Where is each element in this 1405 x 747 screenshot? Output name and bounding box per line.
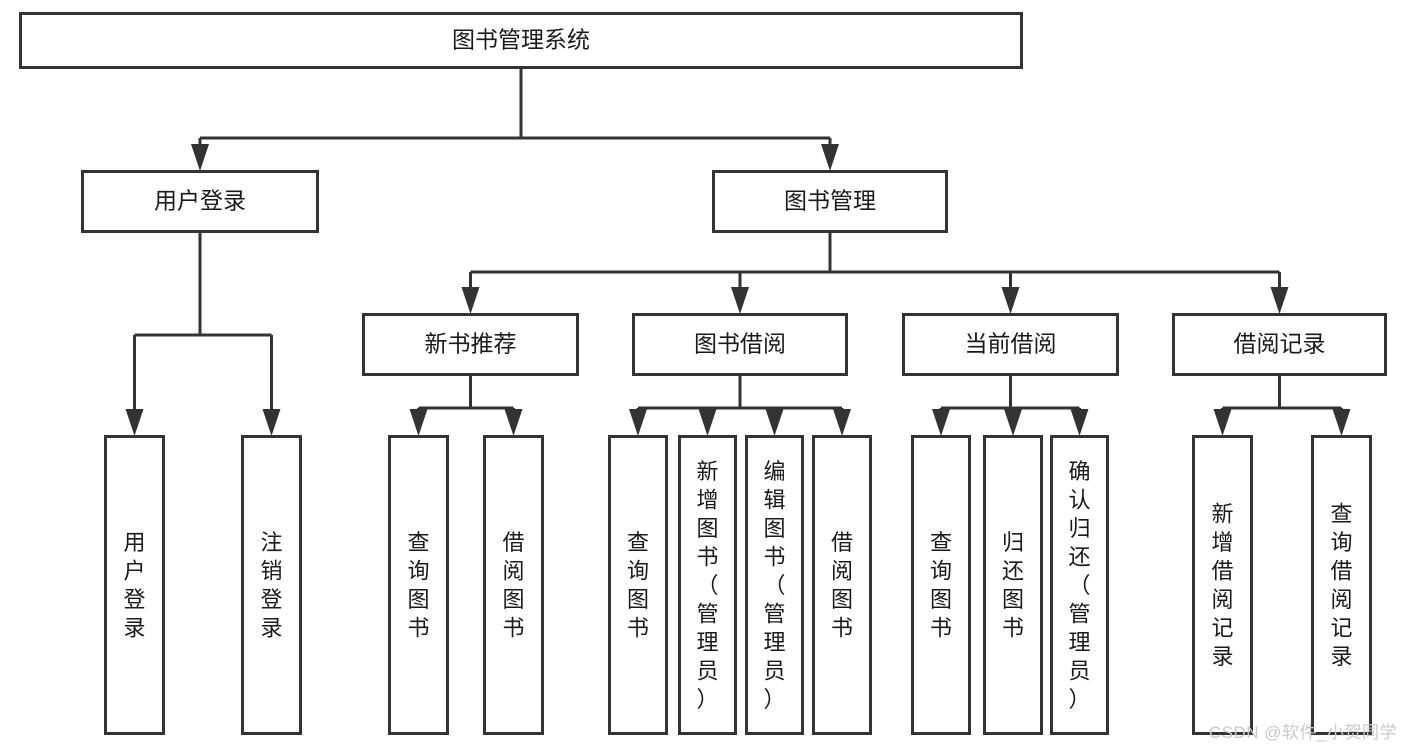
node-label-leaf-query-book-2: 查询图书 — [627, 530, 649, 641]
node-root[interactable]: 图书管理系统 — [19, 12, 1023, 69]
arrow-head-leaf-add-record — [1213, 409, 1232, 436]
node-user-login[interactable]: 用户登录 — [81, 170, 319, 233]
node-label-root: 图书管理系统 — [452, 27, 590, 53]
node-leaf-user-login[interactable]: 用户登录 — [104, 435, 165, 735]
node-leaf-query-record[interactable]: 查询借阅记录 — [1311, 435, 1372, 735]
node-leaf-edit-book[interactable]: 编辑图书（管理员） — [745, 435, 804, 735]
arrow-head-new-book-rec — [461, 287, 480, 314]
node-label-leaf-query-book-3: 查询图书 — [930, 530, 952, 641]
node-label-new-book-rec: 新书推荐 — [425, 331, 517, 357]
node-leaf-add-record[interactable]: 新增借阅记录 — [1192, 435, 1253, 735]
node-leaf-query-book-2[interactable]: 查询图书 — [608, 435, 668, 735]
node-label-leaf-return-book: 归还图书 — [1002, 530, 1024, 641]
node-borrow-record[interactable]: 借阅记录 — [1172, 313, 1387, 376]
arrow-head-leaf-query-record — [1332, 409, 1351, 436]
node-label-current-borrow: 当前借阅 — [965, 331, 1057, 357]
node-box-book-borrow[interactable] — [632, 313, 848, 376]
node-leaf-return-book[interactable]: 归还图书 — [983, 435, 1043, 735]
node-label-leaf-user-login: 用户登录 — [123, 530, 145, 641]
node-box-current-borrow[interactable] — [902, 313, 1119, 376]
arrow-head-book-manage — [821, 144, 839, 171]
node-label-book-borrow: 图书借阅 — [694, 331, 786, 357]
node-book-manage[interactable]: 图书管理 — [712, 170, 948, 233]
node-box-leaf-query-book-1[interactable] — [388, 435, 449, 735]
node-leaf-confirm-return[interactable]: 确认归还（管理员） — [1050, 435, 1109, 735]
node-box-leaf-add-book[interactable] — [678, 435, 737, 735]
arrow-head-leaf-query-book-3 — [932, 409, 950, 436]
node-box-borrow-record[interactable] — [1172, 313, 1387, 376]
node-box-leaf-add-record[interactable] — [1192, 435, 1253, 735]
node-label-leaf-add-record: 新增借阅记录 — [1211, 502, 1233, 670]
node-leaf-query-book-1[interactable]: 查询图书 — [388, 435, 449, 735]
node-leaf-query-book-3[interactable]: 查询图书 — [911, 435, 971, 735]
node-label-leaf-confirm-return: 确认归还（管理员） — [1068, 459, 1090, 712]
node-box-leaf-borrow-book-1[interactable] — [483, 435, 544, 735]
node-box-leaf-user-login[interactable] — [104, 435, 165, 735]
node-label-leaf-query-book-1: 查询图书 — [407, 530, 429, 641]
node-box-leaf-user-logout[interactable] — [241, 435, 302, 735]
arrow-head-leaf-user-logout — [262, 409, 281, 436]
node-book-borrow[interactable]: 图书借阅 — [632, 313, 848, 376]
node-label-leaf-borrow-book-1: 借阅图书 — [502, 530, 524, 641]
arrow-head-leaf-return-book — [1004, 409, 1022, 436]
node-box-leaf-query-book-3[interactable] — [911, 435, 971, 735]
node-box-book-manage[interactable] — [712, 170, 948, 233]
node-box-leaf-borrow-book-2[interactable] — [812, 435, 872, 735]
node-label-borrow-record: 借阅记录 — [1234, 331, 1326, 357]
node-label-leaf-query-record: 查询借阅记录 — [1330, 502, 1352, 670]
node-leaf-user-logout[interactable]: 注销登录 — [241, 435, 302, 735]
arrow-head-current-borrow — [1001, 287, 1020, 314]
arrow-head-leaf-confirm-return — [1070, 409, 1089, 436]
node-leaf-borrow-book-1[interactable]: 借阅图书 — [483, 435, 544, 735]
arrow-head-borrow-record — [1270, 287, 1289, 314]
node-leaf-add-book[interactable]: 新增图书（管理员） — [678, 435, 737, 735]
node-leaf-borrow-book-2[interactable]: 借阅图书 — [812, 435, 872, 735]
node-box-leaf-query-book-2[interactable] — [608, 435, 668, 735]
node-layer: 图书管理系统用户登录图书管理新书推荐图书借阅当前借阅借阅记录用户登录注销登录查询… — [19, 12, 1387, 735]
node-box-leaf-return-book[interactable] — [983, 435, 1043, 735]
arrow-head-leaf-add-book — [698, 409, 717, 436]
node-current-borrow[interactable]: 当前借阅 — [902, 313, 1119, 376]
node-label-leaf-edit-book: 编辑图书（管理员） — [763, 459, 785, 712]
node-box-leaf-confirm-return[interactable] — [1050, 435, 1109, 735]
node-label-leaf-user-logout: 注销登录 — [260, 530, 282, 641]
node-box-leaf-edit-book[interactable] — [745, 435, 804, 735]
arrow-head-leaf-user-login — [125, 409, 144, 436]
node-label-leaf-add-book: 新增图书（管理员） — [696, 459, 718, 712]
arrow-head-leaf-edit-book — [765, 409, 784, 436]
node-new-book-rec[interactable]: 新书推荐 — [362, 313, 579, 376]
connector-layer — [125, 69, 1351, 436]
arrow-head-user-login — [191, 144, 209, 171]
arrow-head-book-borrow — [731, 287, 749, 314]
node-box-leaf-query-record[interactable] — [1311, 435, 1372, 735]
node-box-new-book-rec[interactable] — [362, 313, 579, 376]
node-box-user-login[interactable] — [81, 170, 319, 233]
arrow-head-leaf-borrow-book-2 — [833, 409, 851, 436]
node-box-root[interactable] — [19, 12, 1023, 69]
node-label-user-login: 用户登录 — [154, 188, 246, 214]
arrow-head-leaf-borrow-book-1 — [504, 409, 523, 436]
arrow-head-leaf-query-book-2 — [629, 409, 647, 436]
node-label-book-manage: 图书管理 — [784, 188, 876, 214]
arrow-head-leaf-query-book-1 — [409, 409, 428, 436]
node-label-leaf-borrow-book-2: 借阅图书 — [831, 530, 853, 641]
